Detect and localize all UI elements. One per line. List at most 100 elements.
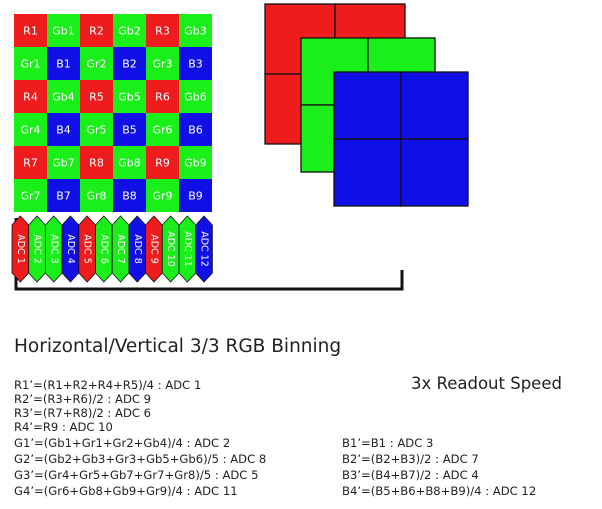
adc-label: ADC 3: [48, 234, 59, 264]
adc-label: ADC 6: [98, 234, 109, 264]
pixel-cell: [14, 179, 47, 212]
pixel-cell: [80, 179, 113, 212]
adc-5: ADC 5: [78, 215, 96, 283]
pixel-cell: [113, 179, 146, 212]
pixel-cell: [80, 80, 113, 113]
equation-r3: R3’=(R7+R8)/2 : ADC 6: [14, 406, 152, 420]
pixel-cell: [14, 113, 47, 146]
pixel-cell: [146, 113, 179, 146]
pixel-label: R1: [23, 25, 38, 38]
pixel-label: Gb6: [184, 91, 207, 104]
pixel-label: Gr3: [152, 58, 172, 71]
pixel-label: Gr2: [86, 58, 106, 71]
pixel-cell: [47, 146, 80, 179]
pixel-cell: [113, 146, 146, 179]
pixel-cell: [14, 146, 47, 179]
pixel-label: R2: [89, 25, 104, 38]
adc-label: ADC 8: [132, 234, 143, 264]
adc-row: ADC 1 ADC 2 ADC 3 ADC 4 ADC 5 ADC 6 ADC 7 ADC 8…: [11, 215, 213, 283]
pixel-cell: [146, 80, 179, 113]
adc-11: ADC 11: [178, 215, 197, 283]
pixel-cell: [146, 146, 179, 179]
adc-9: ADC 9: [145, 215, 163, 283]
pixel-cell: [179, 146, 212, 179]
pixel-label: B3: [188, 58, 203, 71]
adc-label: ADC 2: [32, 234, 43, 264]
pixel-label: B5: [122, 124, 137, 137]
pixel-label: R3: [155, 25, 170, 38]
pixel-cell: [14, 80, 47, 113]
pixel-label: B9: [188, 190, 203, 203]
pixel-label: B1: [56, 58, 71, 71]
pixel-cell: [113, 113, 146, 146]
equation-g1: G1’=(Gb1+Gr1+Gr2+Gb4)/4 : ADC 2: [14, 436, 231, 450]
pixel-cell: [113, 47, 146, 80]
pixel-label: Gr8: [86, 190, 106, 203]
pixel-label: B7: [56, 190, 71, 203]
pixel-cell: [146, 179, 179, 212]
pixel-cell: [14, 47, 47, 80]
pixel-label: Gb9: [184, 157, 207, 170]
pixel-label: Gb8: [118, 157, 141, 170]
adc-4: ADC 4: [61, 215, 80, 283]
adc-10: ADC 10: [161, 215, 180, 283]
adc-label: ADC 7: [115, 234, 126, 264]
pixel-label: Gb4: [52, 91, 75, 104]
equation-b2: B2’=(B2+B3)/2 : ADC 7: [342, 452, 479, 466]
adc-label: ADC 5: [82, 234, 93, 264]
pixel-label: Gr1: [20, 58, 40, 71]
adc-label: ADC 12: [199, 231, 210, 267]
equation-g4: G4’=(Gr6+Gb8+Gb9+Gr9)/4 : ADC 11: [14, 484, 238, 498]
equation-r4: R4’=R9 : ADC 10: [14, 420, 113, 434]
equation-b1: B1’=B1 : ADC 3: [342, 436, 434, 450]
pixel-label: Gb5: [118, 91, 141, 104]
pixel-cell: [80, 14, 113, 47]
pixel-cell: [179, 80, 212, 113]
pixel-label: Gr6: [152, 124, 172, 137]
adc-7: ADC 7: [111, 215, 130, 283]
adc-label: ADC 11: [182, 231, 193, 267]
pixel-label: R9: [155, 157, 170, 170]
adc-3: ADC 3: [45, 215, 63, 283]
equation-r1: R1’=(R1+R2+R4+R5)/4 : ADC 1: [14, 378, 202, 392]
adc-label: ADC 4: [65, 234, 76, 264]
pixel-cell: [47, 14, 80, 47]
blue-binned-cell: [333, 71, 402, 140]
pixel-cell: [47, 179, 80, 212]
readout-speed-label: 3x Readout Speed: [411, 374, 562, 393]
pixel-label: R7: [23, 157, 38, 170]
adc-label: ADC 1: [15, 234, 26, 264]
binned-color-planes: [264, 3, 469, 207]
adc-12: ADC 12: [195, 215, 213, 283]
pixel-label: Gb7: [52, 157, 75, 170]
pixel-label: B8: [122, 190, 137, 203]
adc-1: ADC 1: [11, 215, 30, 283]
pixel-label: Gb3: [184, 25, 207, 38]
page-title: Horizontal/Vertical 3/3 RGB Binning: [14, 336, 342, 357]
blue-binned-cell: [400, 138, 469, 207]
pixel-cell: [179, 14, 212, 47]
pixel-label: Gb1: [52, 25, 75, 38]
pixel-cell: [80, 47, 113, 80]
adc-2: ADC 2: [28, 215, 46, 283]
adc-label: ADC 9: [148, 234, 159, 264]
pixel-label: R8: [89, 157, 104, 170]
blue-binned-cell: [400, 71, 469, 140]
pixel-label: Gr9: [152, 190, 172, 203]
equation-g3: G3’=(Gr4+Gr5+Gb7+Gr7+Gr8)/5 : ADC 5: [14, 468, 259, 482]
equation-r2: R2’=(R3+R6)/2 : ADC 9: [14, 392, 152, 406]
pixel-cell: [179, 47, 212, 80]
adc-label: ADC 10: [165, 231, 176, 267]
equation-b4: B4’=(B5+B6+B8+B9)/4 : ADC 12: [342, 484, 537, 498]
pixel-cell: [146, 14, 179, 47]
blue-binned-plane: [333, 71, 469, 207]
pixel-label: R6: [155, 91, 170, 104]
adc-6: ADC 6: [95, 215, 113, 283]
pixel-cell: [146, 47, 179, 80]
pixel-label: Gr5: [86, 124, 106, 137]
pixel-label: R5: [89, 91, 104, 104]
pixel-cell: [47, 113, 80, 146]
pixel-label: Gr7: [20, 190, 40, 203]
